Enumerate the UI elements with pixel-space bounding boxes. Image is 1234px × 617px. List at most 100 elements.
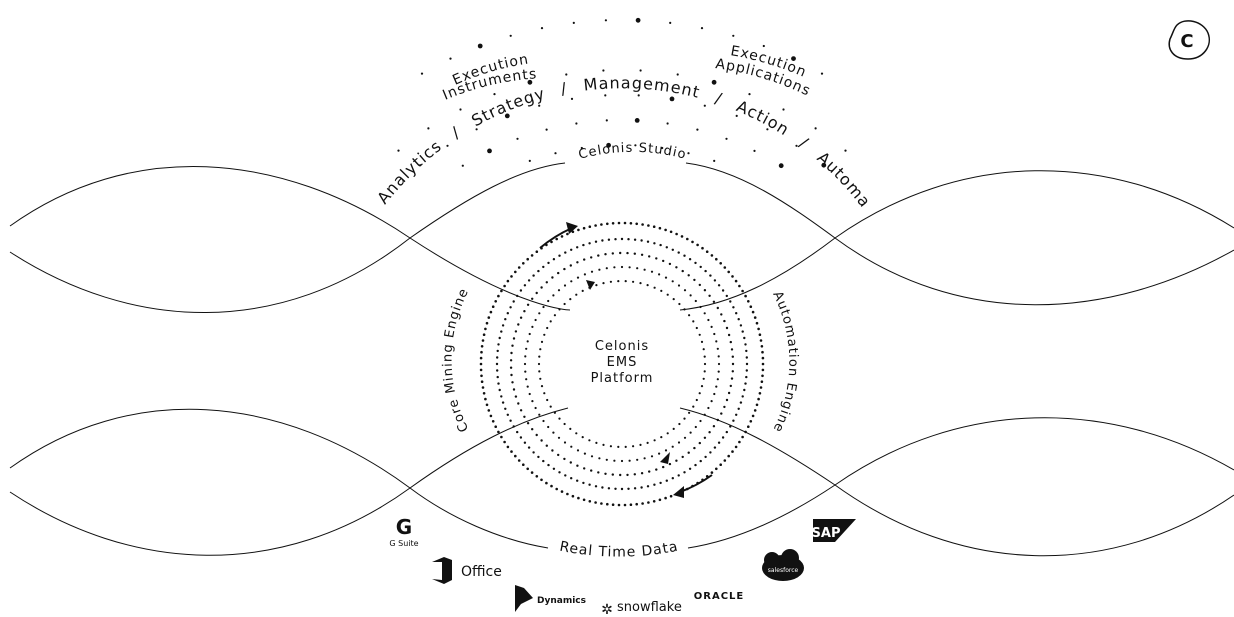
ring-dot (498, 336, 501, 340)
ring-dot (620, 487, 624, 491)
ring-dot (655, 468, 658, 471)
ring-dot (636, 267, 639, 270)
ring-dot (662, 465, 665, 469)
ring-dot (704, 269, 707, 273)
ring-dot (583, 452, 587, 455)
ring-dot (758, 392, 762, 395)
ring-dot (734, 279, 738, 283)
ring-dot (640, 239, 643, 242)
ring-dot (506, 279, 510, 283)
ring-dot (576, 479, 579, 482)
ring-dot (744, 343, 747, 346)
ring-dot (540, 385, 544, 388)
ring-dot (611, 503, 615, 507)
ring-dot (510, 275, 513, 278)
ring-dot (528, 332, 531, 336)
ring-dot (693, 446, 696, 450)
ring-dot (491, 420, 495, 423)
arc-dot (528, 159, 531, 162)
ring-dot (582, 243, 585, 247)
ring-dot (683, 471, 686, 474)
arc-dot (700, 27, 704, 30)
ring-dot (721, 289, 725, 292)
ring-dot (745, 369, 748, 372)
ring-dot (761, 356, 765, 360)
salesforce-text: salesforce (768, 567, 799, 574)
core-mining-engine-label: Core Mining Engine (441, 286, 473, 435)
ring-dot (582, 226, 586, 230)
ring-dot (741, 330, 744, 333)
ring-dot (503, 440, 506, 444)
ring-dot (537, 269, 540, 273)
ring-dot (600, 502, 603, 505)
ring-dot (487, 316, 491, 319)
ring-dot (729, 425, 732, 428)
ring-dot (701, 246, 704, 250)
ring-dot (479, 362, 483, 366)
ring-dot (569, 298, 572, 301)
arc-dot (634, 118, 640, 123)
ring-dot (487, 409, 491, 412)
ring-dot (745, 362, 749, 366)
ring-dot (664, 449, 668, 452)
ring-dot (602, 443, 605, 446)
ring-dot (628, 459, 631, 462)
ring-dot (528, 392, 531, 396)
arc-dot (397, 149, 400, 152)
ring-dot (602, 282, 605, 285)
ring-dot (494, 425, 498, 429)
ring-dot (482, 333, 486, 337)
ring-dot (757, 327, 760, 331)
ring-dot (551, 449, 554, 452)
ring-dot (739, 401, 743, 404)
arc-dot (459, 108, 462, 111)
ring-dot (716, 418, 719, 422)
ring-dot (498, 388, 501, 392)
gsuite-text: G Suite (389, 539, 418, 548)
ring-dot (688, 314, 691, 317)
ring-dot (751, 310, 755, 314)
ring-dot (659, 243, 662, 247)
ring-dot (611, 473, 614, 476)
arc-dot (766, 128, 769, 131)
ring-dot (640, 472, 644, 475)
ring-dot (683, 289, 687, 292)
ring-dot (543, 392, 546, 395)
ring-dot (552, 467, 556, 470)
ring-dot (582, 498, 586, 502)
ring-dot (617, 503, 621, 507)
ring-dot (627, 487, 630, 490)
ring-dot (717, 441, 721, 444)
ring-dot (524, 355, 527, 358)
ring-dot (729, 384, 732, 388)
ring-dot (717, 370, 720, 373)
ring-dot (550, 240, 553, 244)
ring-dot (710, 254, 714, 257)
arc-dot (606, 142, 611, 148)
ring-dot (743, 388, 746, 392)
ring-dot (522, 463, 525, 467)
arc-dot (782, 108, 785, 111)
ring-dot (751, 414, 755, 418)
ring-dot (532, 274, 535, 277)
ring-dot (512, 388, 516, 391)
ring-dot (537, 455, 540, 459)
ring-dot (479, 368, 483, 372)
arc-dot (605, 119, 608, 122)
ring-dot (672, 427, 675, 430)
ring-dot (523, 362, 527, 366)
ring-dot (514, 270, 517, 274)
ring-dot (703, 289, 707, 292)
ring-dot (609, 445, 613, 448)
ring-dot (761, 362, 765, 366)
ring-dot (555, 487, 558, 491)
ring-dot (497, 382, 500, 385)
ring-dot (633, 473, 636, 476)
ring-dot (506, 413, 509, 416)
ring-dot (547, 299, 550, 303)
ring-dot (504, 318, 507, 321)
ring-dot (546, 326, 549, 330)
ring-dot (675, 266, 678, 269)
ring-dot (523, 441, 527, 444)
arc-dot (516, 137, 519, 140)
